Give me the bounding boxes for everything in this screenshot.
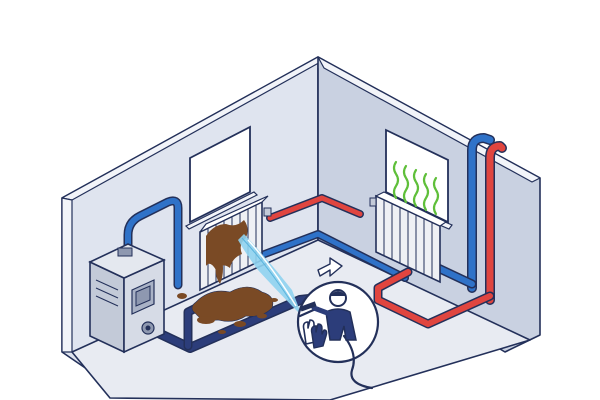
left-wall-front-edge (61, 197, 73, 353)
water-jet (238, 234, 302, 316)
window-left (184, 125, 259, 230)
boiler (88, 243, 166, 354)
cold-pipe-floor-fill (259, 231, 408, 281)
protective-gloves-icon (302, 319, 328, 349)
sludge-puddle (177, 286, 278, 334)
arrow-right-outline-icon (317, 257, 343, 277)
radiator-right (369, 191, 448, 284)
cold-supply-pipe-fill (125, 197, 181, 288)
heat-waves-icon (392, 160, 440, 216)
hot-pipe-left-wall-fill (267, 195, 363, 221)
cold-return-fill (435, 265, 475, 287)
hot-riser-fill (486, 142, 506, 304)
hot-floor-loop-fill (375, 269, 493, 327)
right-wall-top-edge (317, 56, 541, 183)
radiator-sludge (206, 220, 248, 270)
cold-riser-fill (468, 134, 494, 292)
